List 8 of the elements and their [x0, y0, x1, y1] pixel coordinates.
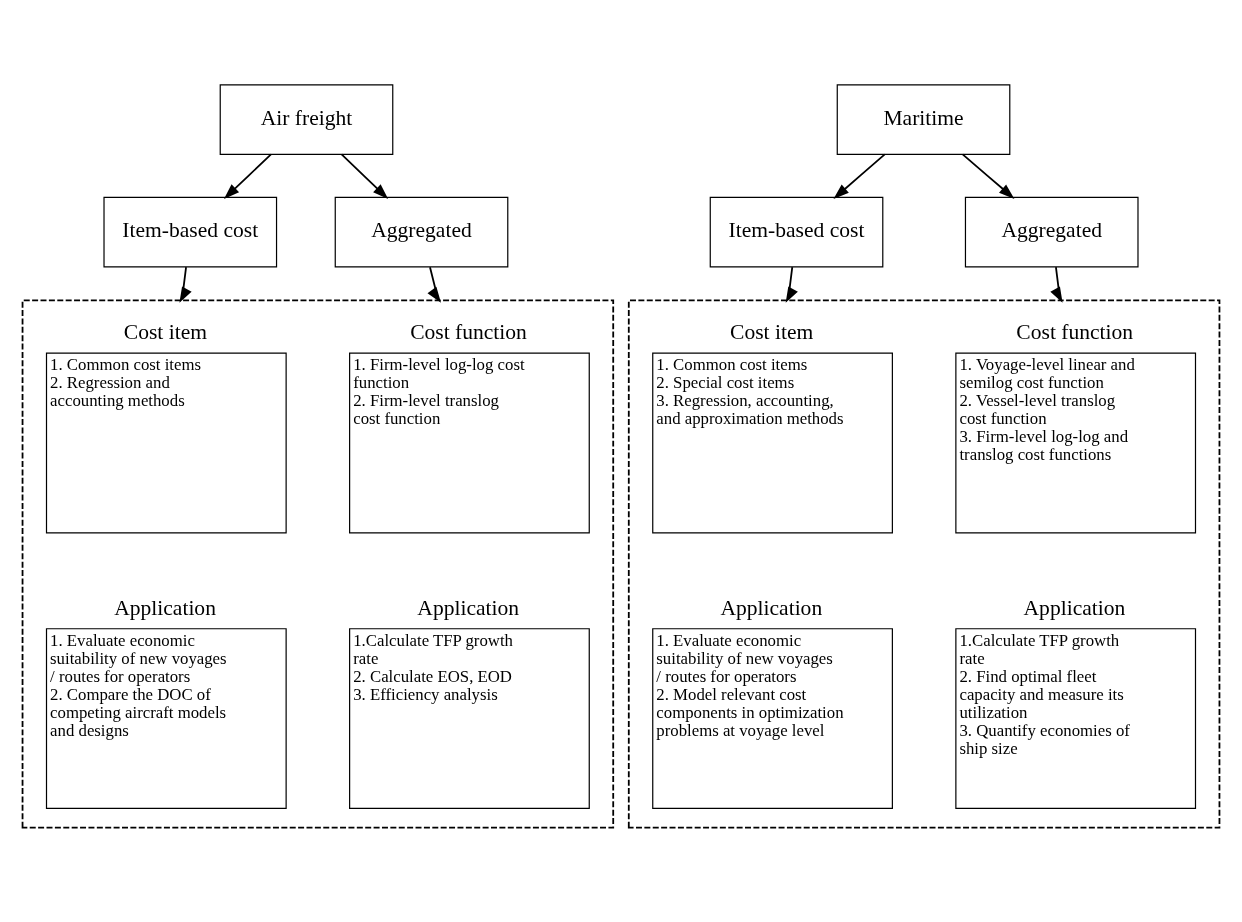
node-label: Application [1023, 595, 1126, 620]
node-label: Cost function [410, 320, 527, 345]
node-label: Cost item [123, 320, 207, 345]
node-label: Cost item [730, 320, 814, 345]
node-label: Cost function [1016, 320, 1134, 345]
node-label: Application [114, 595, 216, 620]
node-label: Application [417, 595, 520, 620]
node-label: Application [720, 595, 823, 620]
